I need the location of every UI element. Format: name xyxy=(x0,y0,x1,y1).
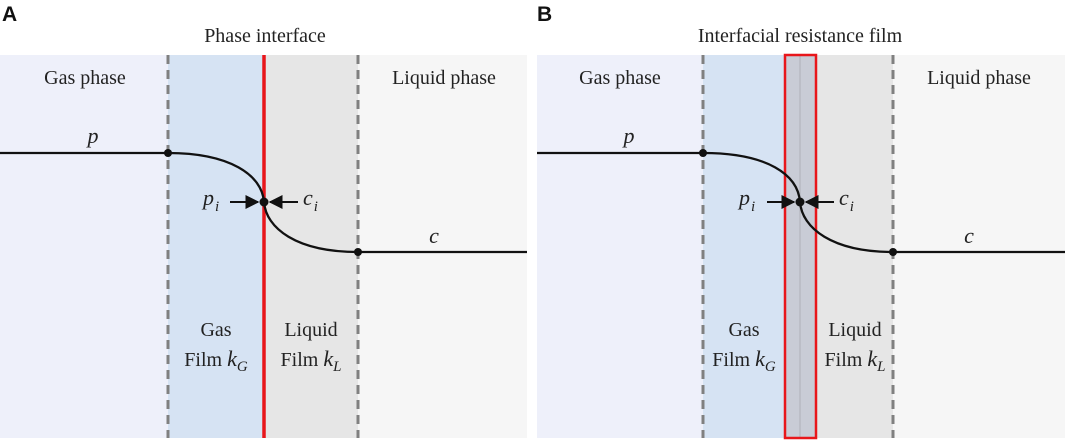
liquid-phase-region xyxy=(358,55,527,438)
profile-point-liquid-boundary xyxy=(354,248,362,256)
interface-pressure-label: pi xyxy=(201,185,219,215)
profile-point-interface xyxy=(259,197,269,207)
interfacial-resistance-film-outline xyxy=(783,53,818,440)
liquid-film-region xyxy=(816,55,893,438)
profile-point-gas-boundary xyxy=(164,149,172,157)
bulk-liquid-concentration-label: c xyxy=(429,223,439,248)
gas-phase-label: Gas phase xyxy=(44,67,126,89)
panel-a-letter: A xyxy=(2,3,17,26)
liquid-phase-label: Liquid phase xyxy=(392,67,496,89)
bulk-liquid-concentration-label: c xyxy=(964,223,974,248)
bulk-gas-pressure-label: p xyxy=(622,123,635,148)
profile-point-interface xyxy=(795,197,805,207)
gas-phase-region xyxy=(0,55,168,438)
panel-b-letter: B xyxy=(537,3,552,26)
gas-film-region xyxy=(703,55,785,438)
interface-pressure-label: pi xyxy=(737,185,755,215)
interface-concentration-label: ci xyxy=(839,185,854,215)
gas-film-region xyxy=(168,55,264,438)
liquid-film-label-line1: Liquid xyxy=(828,319,881,341)
panel-a-title: Phase interface xyxy=(204,25,326,47)
gas-film-label-line1: Gas xyxy=(200,319,231,341)
liquid-phase-label: Liquid phase xyxy=(927,67,1031,89)
profile-point-liquid-boundary xyxy=(889,248,897,256)
bulk-gas-pressure-label: p xyxy=(86,123,99,148)
interface-concentration-label: ci xyxy=(303,185,318,215)
panel-b: B Interfacial resistance film Gas phase … xyxy=(537,3,1065,440)
panel-b-title: Interfacial resistance film xyxy=(698,25,903,47)
gas-phase-region xyxy=(537,55,703,438)
profile-point-gas-boundary xyxy=(699,149,707,157)
liquid-film-label-line1: Liquid xyxy=(284,319,337,341)
gas-film-label-line1: Gas xyxy=(728,319,759,341)
gas-phase-label: Gas phase xyxy=(579,67,661,89)
liquid-phase-region xyxy=(893,55,1065,438)
panel-a: A Phase interface Gas phase Liquid phase… xyxy=(0,3,527,438)
